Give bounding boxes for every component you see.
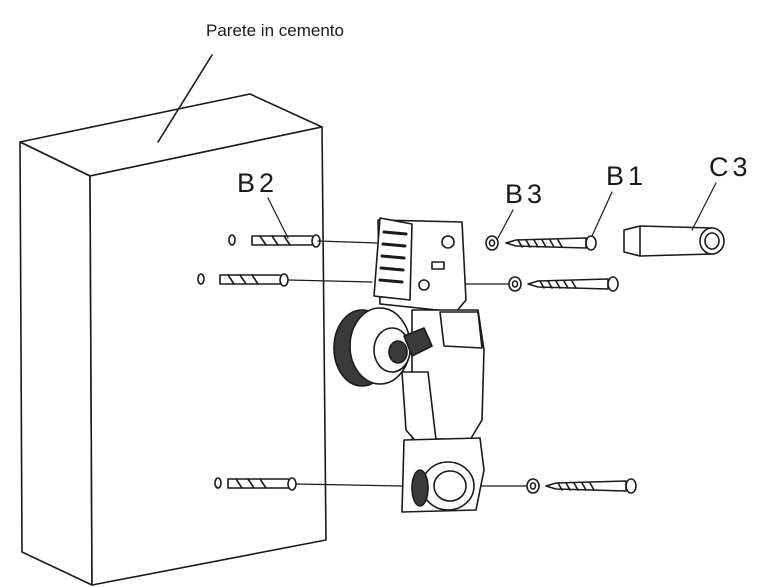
screw-middle — [527, 276, 619, 292]
wall-plug-middle — [219, 273, 289, 287]
wall-leader-line — [157, 54, 213, 143]
part-label-b1: B1 — [606, 161, 648, 191]
washers — [485, 235, 540, 494]
part-label-c3: C3 — [709, 152, 752, 182]
wall-holes — [197, 234, 236, 489]
wall-label: Parete in cemento — [206, 21, 344, 40]
screw-bottom — [545, 478, 637, 494]
wall-plug-bottom — [227, 477, 297, 491]
part-label-b2: B2 — [237, 168, 279, 198]
screw-top — [505, 235, 597, 251]
alignment-lines — [287, 240, 529, 487]
wall-plug-top — [251, 234, 321, 248]
concrete-wall — [19, 93, 327, 586]
tube — [623, 225, 725, 257]
part-leader-lines — [267, 182, 717, 239]
mounting-bracket — [333, 217, 485, 513]
part-label-b3: B3 — [505, 179, 547, 209]
